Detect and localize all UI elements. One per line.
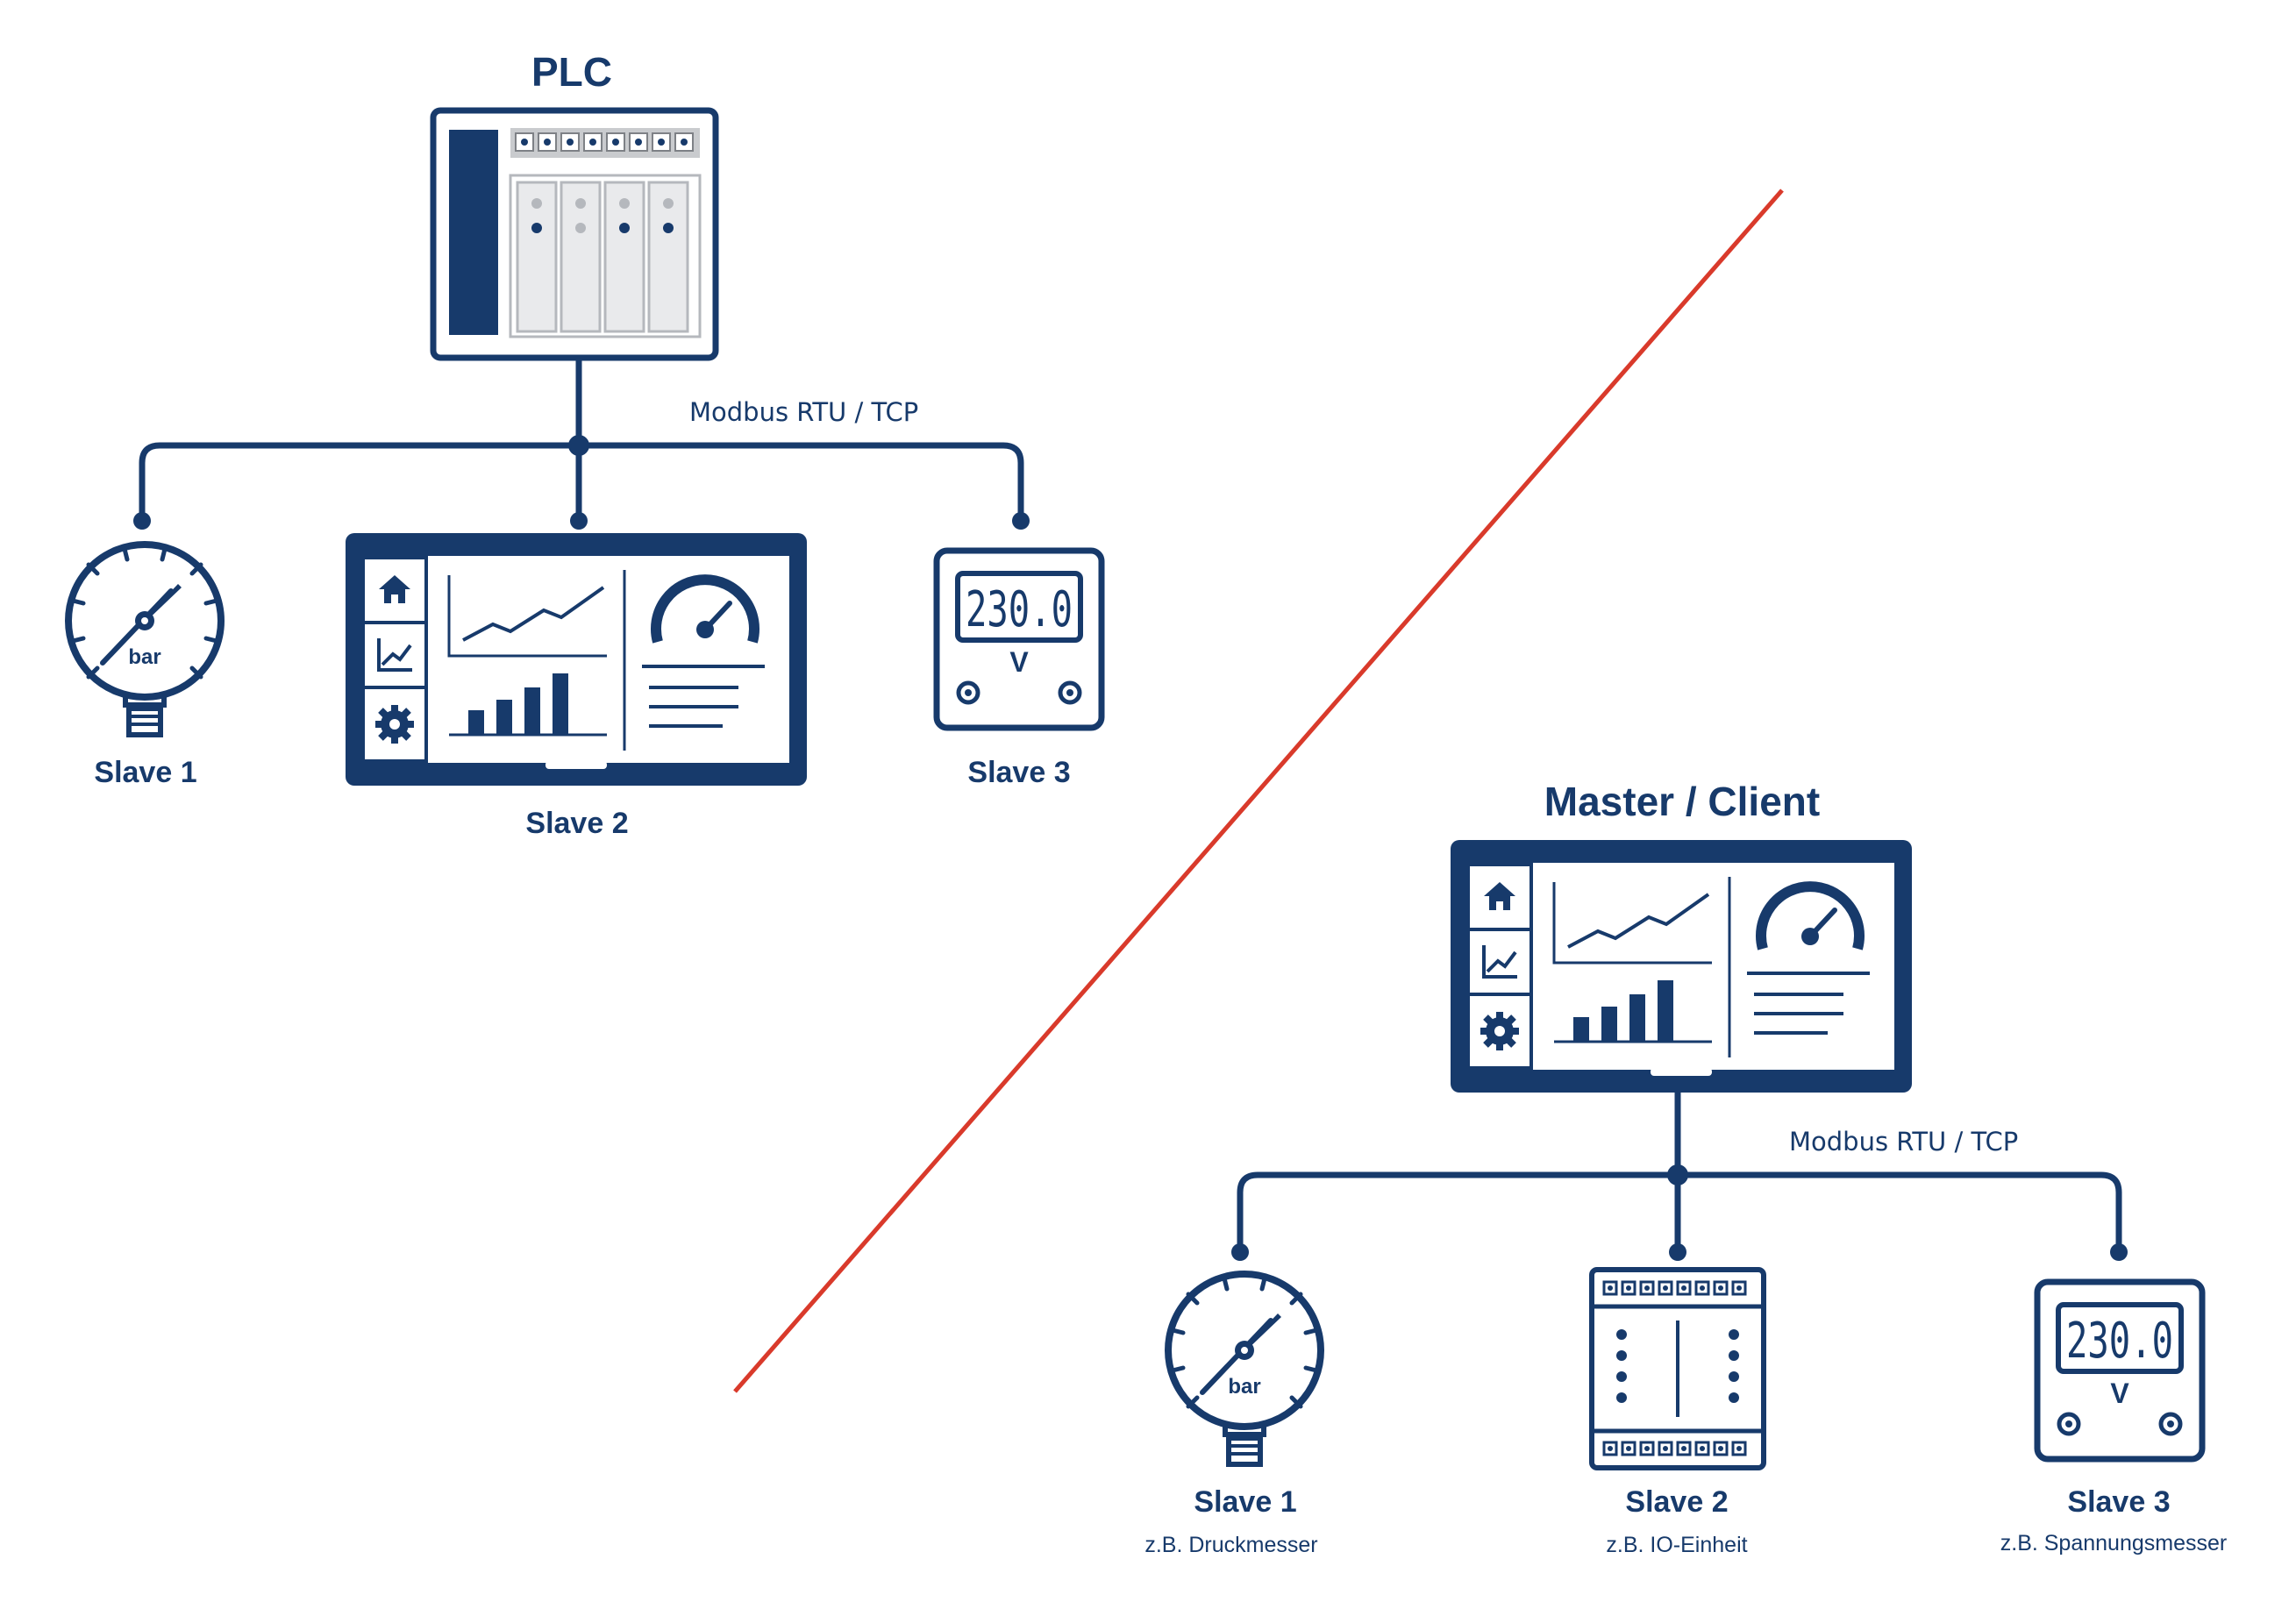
bottom-meter-unit: V <box>2110 1378 2129 1409</box>
top-network: PLC <box>68 49 1102 840</box>
bottom-gauge-unit: bar <box>1228 1375 1260 1399</box>
bottom-voltmeter-icon: 230.0 V <box>2037 1282 2202 1459</box>
top-slave-1-label: Slave 1 <box>94 756 196 789</box>
bottom-meter-value: 230.0 <box>2066 1313 2173 1370</box>
bottom-master-title: Master / Client <box>1544 779 1820 824</box>
bottom-slave-2-sub: z.B. IO-Einheit <box>1606 1533 1747 1557</box>
top-gauge-icon: bar <box>68 545 221 735</box>
bottom-slave-2-label: Slave 2 <box>1625 1485 1728 1519</box>
top-voltmeter-icon: 230.0 V <box>937 551 1102 728</box>
bottom-network: Master / Client Modbus RTU / TCP bar Sla… <box>1144 779 2227 1557</box>
bottom-bus-junction <box>1667 1164 1688 1185</box>
bottom-slave-3-sub: z.B. Spannungsmesser <box>2000 1531 2227 1555</box>
bottom-slave-1-sub: z.B. Druckmesser <box>1144 1533 1317 1557</box>
top-hmi-icon <box>346 533 807 786</box>
bottom-io-unit-icon <box>1592 1270 1764 1468</box>
top-meter-unit: V <box>1009 646 1029 678</box>
plc-icon <box>430 107 719 361</box>
bottom-gauge-icon: bar <box>1168 1274 1321 1464</box>
top-bus-junction <box>568 435 589 456</box>
bottom-slave-3-label: Slave 3 <box>2067 1485 2170 1519</box>
top-slave-2-label: Slave 2 <box>525 807 628 840</box>
divider-line <box>733 189 1784 1393</box>
top-bus-label: Modbus RTU / TCP <box>689 397 918 427</box>
bottom-slave-1-label: Slave 1 <box>1194 1485 1296 1519</box>
top-master-title: PLC <box>531 49 612 95</box>
bottom-hmi-icon <box>1451 840 1912 1093</box>
top-slave-3-label: Slave 3 <box>967 756 1070 789</box>
bottom-bus-label: Modbus RTU / TCP <box>1789 1127 2018 1157</box>
top-meter-value: 230.0 <box>966 581 1073 638</box>
top-gauge-unit: bar <box>128 645 160 669</box>
